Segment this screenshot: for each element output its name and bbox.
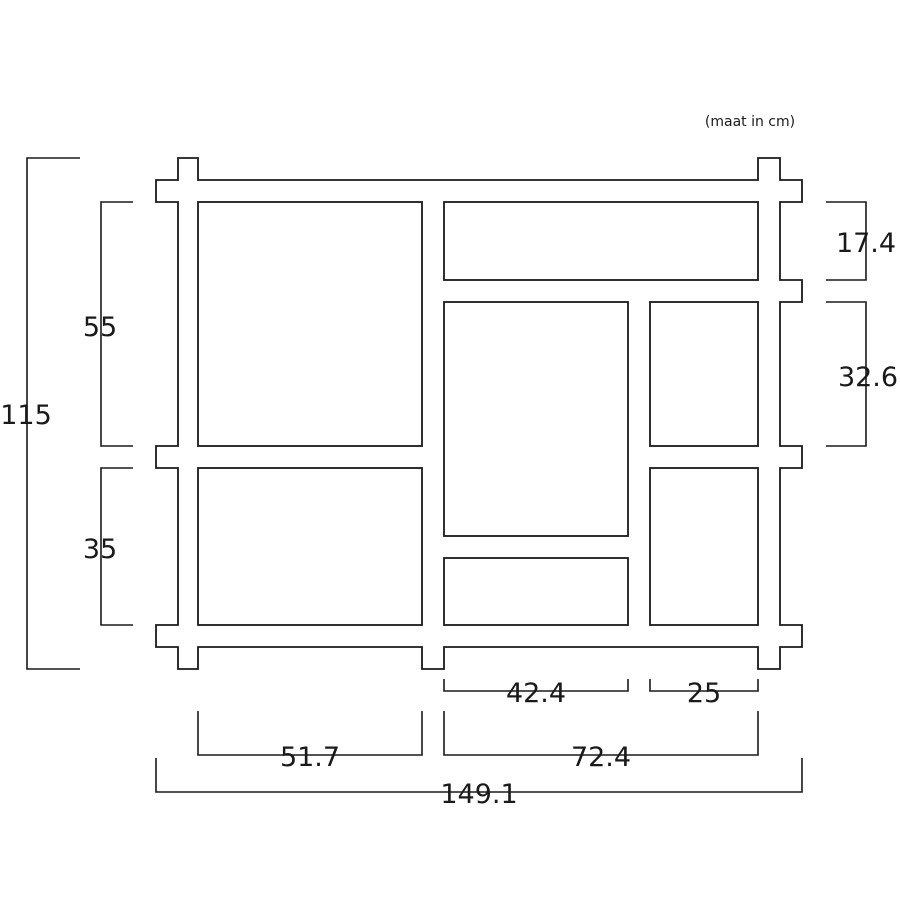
label-inner-width-b: 25 xyxy=(687,678,721,709)
pane-center-small xyxy=(443,557,629,626)
dim-bracket-left-width xyxy=(197,711,423,756)
dim-bracket-inner-width-b xyxy=(649,679,759,692)
label-inner-width-a: 42.4 xyxy=(506,678,566,709)
label-top-right-height: 17.4 xyxy=(836,228,896,259)
label-lower-height: 35 xyxy=(83,534,117,565)
pane-left-top xyxy=(197,201,423,447)
dim-bracket-inner-width-a xyxy=(443,679,629,692)
label-mid-right-height: 32.6 xyxy=(838,362,898,393)
dim-bracket-total-width xyxy=(155,758,803,793)
pane-top-right xyxy=(443,201,759,281)
label-left-width: 51.7 xyxy=(280,742,340,773)
label-upper-height: 55 xyxy=(83,312,117,343)
pane-right-lower xyxy=(649,467,759,626)
dim-bracket-top-right-height xyxy=(826,201,867,281)
unit-note: (maat in cm) xyxy=(705,114,795,130)
dim-bracket-upper-height xyxy=(100,201,133,447)
label-right-width: 72.4 xyxy=(571,742,631,773)
pane-center-large xyxy=(443,301,629,537)
pane-left-bottom xyxy=(197,467,423,626)
label-total-width: 149.1 xyxy=(440,779,517,810)
frame-outline xyxy=(155,157,803,670)
dim-bracket-lower-height xyxy=(100,467,133,626)
label-total-height: 115 xyxy=(0,400,52,431)
dim-bracket-mid-right-height xyxy=(826,301,867,447)
dim-bracket-right-width xyxy=(443,711,759,756)
pane-right-upper xyxy=(649,301,759,447)
dim-bracket-total-height xyxy=(26,157,80,670)
